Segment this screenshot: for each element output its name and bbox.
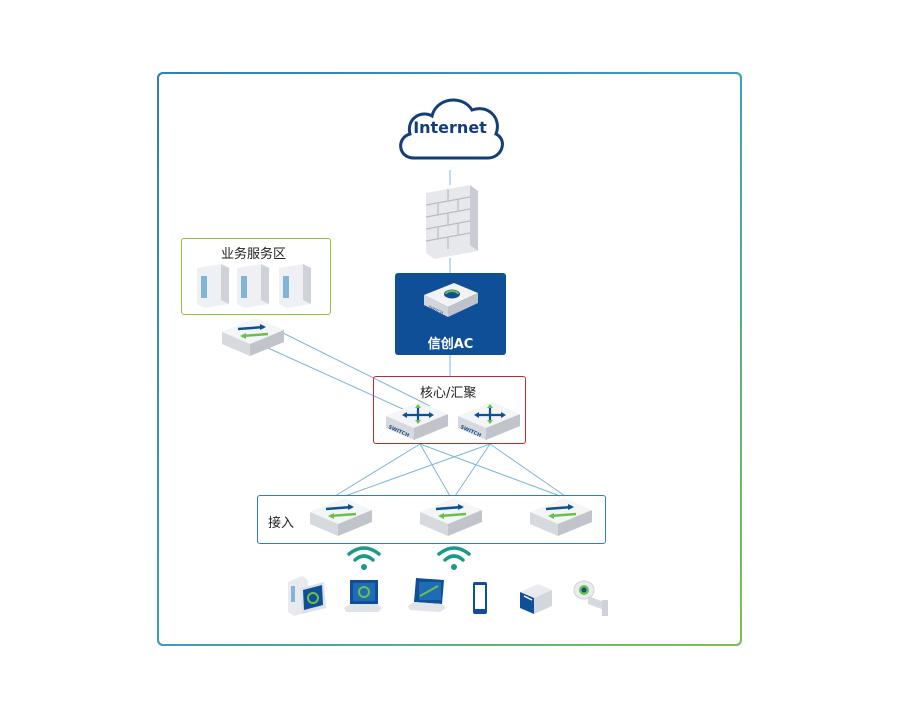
server-group (197, 264, 311, 308)
printer-icon (520, 584, 552, 614)
link-core1-access1 (334, 443, 421, 497)
access-switch-icon (420, 498, 482, 536)
service-zone-label: 业务服务区 (221, 247, 287, 262)
laptop-icon (408, 578, 446, 612)
ac-label: 信创AC (427, 337, 474, 352)
link-service-core-2 (267, 347, 406, 411)
server-icon (197, 264, 229, 308)
link-core2-access3 (489, 443, 566, 497)
ac-device-text: SWITCH (428, 304, 444, 315)
core-zone (373, 376, 526, 444)
link-service-core-1 (282, 332, 431, 407)
firewall-icon (425, 185, 478, 259)
laptop-icon (344, 580, 382, 612)
link-core1-access2 (419, 443, 451, 497)
desktop-icon (288, 576, 326, 616)
core-zone-label: 核心/汇聚 (420, 386, 477, 401)
cloud-label: Internet (413, 118, 487, 137)
phone-icon (473, 582, 487, 614)
camera-icon (573, 580, 608, 616)
wifi-icon (347, 546, 381, 570)
switch-icon (222, 318, 284, 356)
service-zone (181, 238, 331, 315)
access-switch-icon (310, 498, 372, 536)
access-switch-icon (530, 498, 592, 536)
access-zone (257, 495, 606, 544)
access-zone-label: 接入 (268, 516, 295, 531)
server-icon (279, 264, 311, 308)
server-icon (237, 264, 269, 308)
link-core2-access1 (344, 443, 491, 497)
wifi-icon (437, 546, 471, 570)
link-core2-access2 (454, 443, 491, 497)
link-core1-access3 (419, 443, 561, 497)
core-switch-icon: SWITCH (386, 402, 448, 440)
cloud-icon (399, 98, 504, 160)
switch-icon: SWITCH (424, 283, 478, 317)
core-switch-icon: SWITCH (458, 402, 520, 440)
